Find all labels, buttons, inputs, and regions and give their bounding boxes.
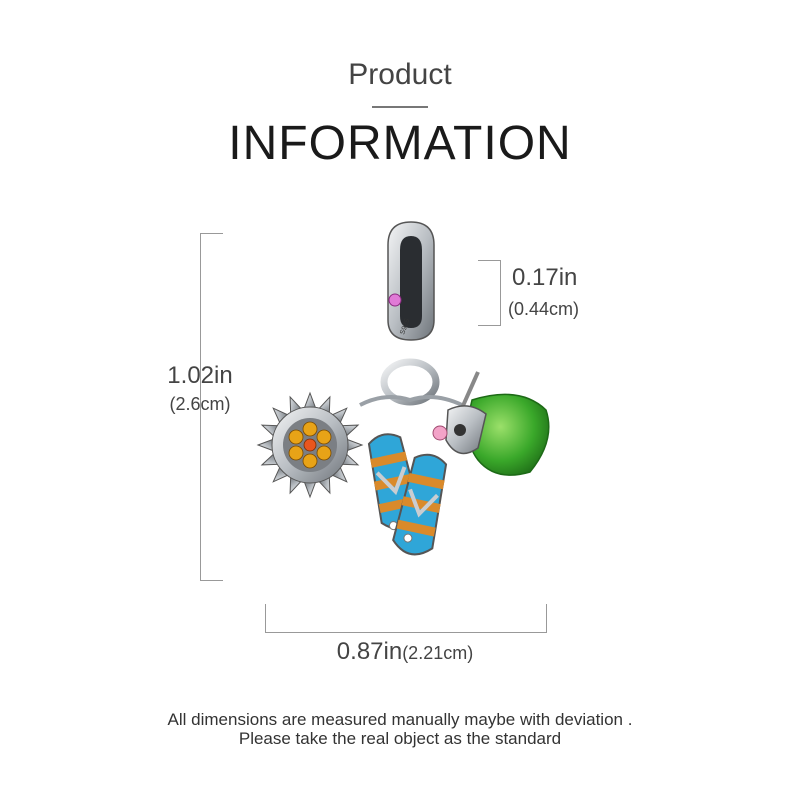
page-title: INFORMATION: [228, 117, 572, 170]
product-subtitle: Product: [348, 58, 452, 91]
sunflower-charm-icon: [256, 391, 364, 499]
flip-flops-charm-icon: [367, 433, 448, 556]
pink-stone-icon: [388, 293, 402, 307]
bail-ring: S925: [387, 221, 435, 341]
height-inches-label: 1.02in: [167, 362, 233, 389]
disclaimer-line-2: Please take the real object as the stand…: [238, 729, 562, 748]
ring-cm-label: (0.44cm): [508, 299, 580, 319]
width-inches-label: 0.87in: [336, 638, 403, 665]
disclaimer-line-1: All dimensions are measured manually may…: [167, 710, 633, 729]
width-dimension-bracket: [265, 604, 547, 633]
ring-dimension-bracket: [478, 260, 501, 326]
charm-product-image: S925: [256, 221, 550, 556]
height-dimension-bracket: [200, 233, 223, 581]
width-cm-label: (2.21cm): [402, 643, 474, 663]
ring-inches-label: 0.17in: [512, 264, 578, 291]
width-label: 0.87in(2.21cm): [0, 638, 800, 666]
green-fruit-drink-charm-icon: [432, 371, 550, 476]
height-cm-label: (2.6cm): [169, 394, 231, 414]
title-divider: [372, 106, 428, 108]
